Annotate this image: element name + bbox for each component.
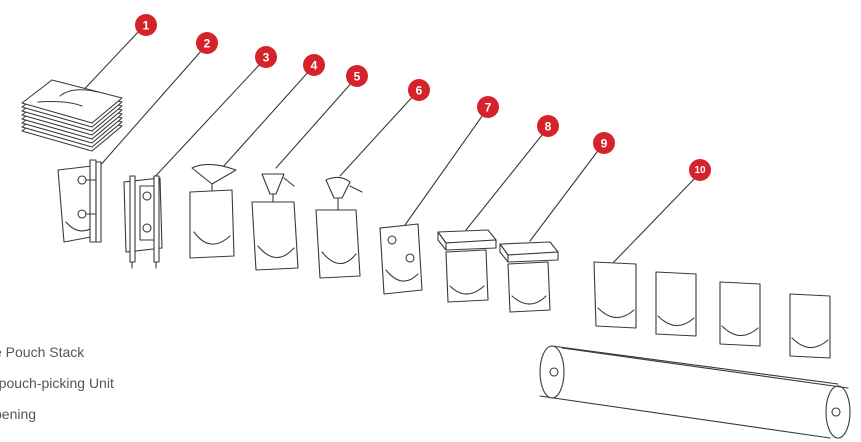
callout-badge-circle	[537, 115, 559, 137]
callout-badge-9: 9	[593, 132, 615, 154]
callout-badge-4: 4	[303, 54, 325, 76]
callout-badge-circle	[408, 79, 430, 101]
conveyor	[539, 345, 851, 439]
callout-badge-1: 1	[135, 14, 157, 36]
callout-badge-circle	[303, 54, 325, 76]
callout-badge-3: 3	[255, 46, 277, 68]
pouch-opening-station	[123, 175, 163, 269]
callout-badge-circle	[477, 96, 499, 118]
callout-badge-number: 9	[601, 137, 608, 151]
callout-badge-number: 6	[416, 84, 423, 98]
callout-badge-2: 2	[196, 32, 218, 54]
legend: e Pouch Stack -pouch-picking Unit pening	[0, 338, 120, 431]
finished-pouches	[593, 261, 831, 359]
callout-badge-number: 8	[545, 120, 552, 134]
callout-badge-5: 5	[346, 65, 368, 87]
legend-item-pouch-picking-unit: -pouch-picking Unit	[0, 375, 114, 391]
sealing-station-1	[437, 229, 497, 303]
callout-badge-circle	[135, 14, 157, 36]
callout-badge-number: 2	[204, 37, 211, 51]
callout-badge-circle	[689, 159, 711, 181]
clamping-station	[379, 223, 423, 295]
callout-badge-7: 7	[477, 96, 499, 118]
callout-badge-circle	[255, 46, 277, 68]
callout-badge-number: 3	[263, 51, 270, 65]
sealing-station-2	[499, 241, 559, 313]
filling-station-3	[315, 176, 363, 279]
callout-badge-circle	[196, 32, 218, 54]
legend-item-opening: pening	[0, 406, 37, 422]
legend-item-pouch-stack: e Pouch Stack	[0, 344, 85, 360]
callout-badge-8: 8	[537, 115, 559, 137]
pouch-stack	[21, 79, 123, 152]
callout-badge-number: 4	[311, 59, 318, 73]
callout-badge-number: 7	[485, 101, 492, 115]
callout-badges: 1 2 3 4 5 6 7 8 9 10	[135, 14, 711, 181]
callout-badge-circle	[593, 132, 615, 154]
pouch-picking-station	[57, 159, 102, 243]
callout-badge-circle	[346, 65, 368, 87]
callout-badge-number: 5	[354, 70, 361, 84]
filling-station-1	[189, 163, 237, 259]
callout-badge-number: 10	[694, 165, 706, 176]
callout-badge-number: 1	[143, 19, 150, 33]
leader-lines	[75, 29, 699, 267]
callout-badge-10: 10	[689, 159, 711, 181]
filling-station-2	[251, 173, 299, 271]
callout-badge-6: 6	[408, 79, 430, 101]
